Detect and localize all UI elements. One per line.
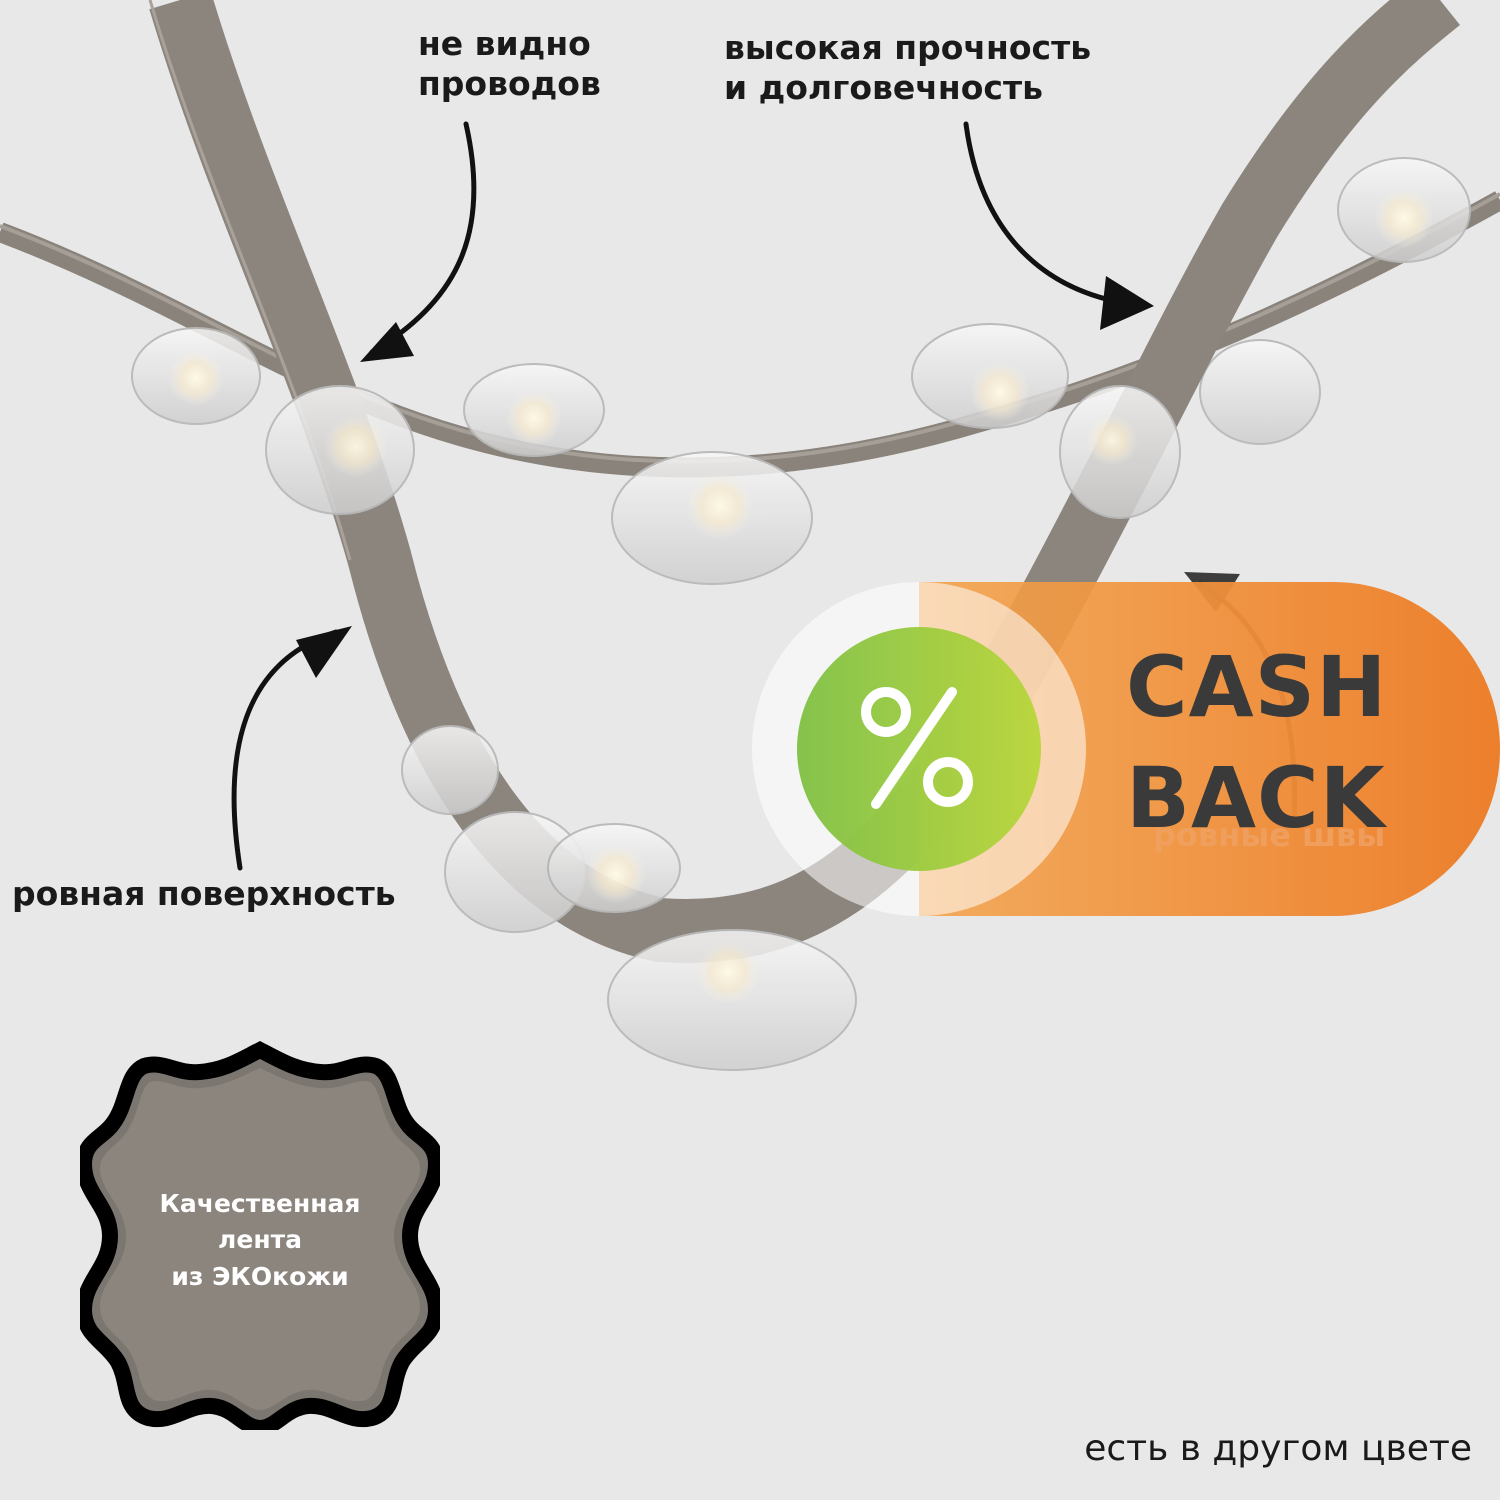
arrow-no-wires-icon [369, 121, 477, 355]
cashback-line-2: BACK [1126, 749, 1386, 847]
annotation-line: высокая прочность [724, 28, 1092, 67]
badge-text: Качественная лента из ЭКОкожи [110, 1186, 410, 1295]
annotation-line: проводов [418, 63, 601, 103]
annotation-no-wires: не видно проводов [418, 24, 601, 103]
footer-other-color: есть в другом цвете [1084, 1428, 1472, 1469]
arrow-head [1100, 276, 1154, 330]
leather-hide-icon [80, 1041, 440, 1430]
glass-shades [131, 157, 1471, 585]
percent-icon [861, 687, 973, 809]
annotation-smooth-surface: ровная поверхность [12, 874, 396, 913]
cashback-line-1: CASH [1126, 638, 1388, 736]
annotation-strength: высокая прочность и долговечность [724, 28, 1091, 107]
annotation-even-seams: ровные швы [1153, 816, 1386, 854]
annotation-line: и долговечность [724, 67, 1043, 107]
annotation-line: не видно [418, 24, 591, 63]
arrow-head [296, 626, 352, 678]
arrow-head [360, 322, 414, 362]
badge-line: лента [218, 1225, 302, 1255]
arrow-strength-icon [963, 121, 1133, 307]
glass-shades-bottom [265, 385, 1181, 1071]
cashback-banner [752, 582, 1500, 916]
badge-line: из ЭКОкожи [171, 1261, 349, 1291]
badge-line: Качественная [159, 1189, 361, 1218]
